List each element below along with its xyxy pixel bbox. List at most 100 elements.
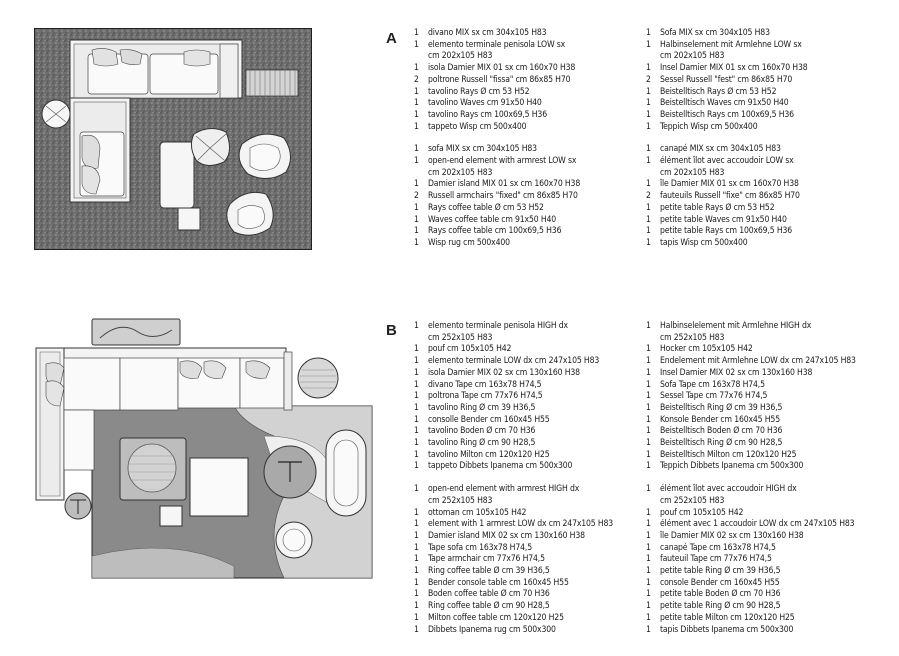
- legend-item-text: tavolino Milton cm 120x120 H25: [428, 449, 550, 460]
- legend-quantity: [646, 168, 660, 180]
- legend-quantity: 1: [414, 530, 419, 541]
- legend-quantity: 1: [646, 379, 651, 390]
- legend-item-text: élément îlot avec accoudoir HIGH dx: [660, 484, 797, 495]
- legend-row: 1 pouf cm 105x105 H42: [414, 344, 613, 356]
- legend-quantity: 1: [646, 214, 651, 225]
- legend-quantity: 1: [646, 426, 651, 437]
- legend-item-text: élément avec 1 accoudoir LOW dx cm 247x1…: [660, 519, 855, 530]
- section-label-b: B: [386, 322, 397, 339]
- legend-quantity: 1: [646, 554, 651, 565]
- legend-quantity: 1: [414, 566, 419, 577]
- legend-item-text: Ring coffee table Ø cm 39 H36,5: [428, 566, 550, 577]
- legend-item-text: poltrona Tape cm 77x76 H74,5: [428, 391, 543, 402]
- stool: [177, 207, 201, 231]
- legend-item-text: console Bender cm 160x45 H55: [660, 577, 780, 588]
- legend-item-text: cm 252x105 H83: [660, 332, 725, 343]
- legend-quantity: 1: [646, 449, 651, 460]
- legend-quantity: 1: [646, 530, 651, 541]
- legend-quantity: 1: [646, 39, 651, 50]
- legend-item-text: Konsole Bender cm 160x45 H55: [660, 414, 780, 425]
- legend-item-text: tavolino Rays Ø cm 53 H52: [428, 86, 530, 97]
- legend-quantity: 1: [646, 86, 651, 97]
- legend-item-text: tapis Wisp cm 500x400: [660, 237, 748, 248]
- legend-item-text: cm 252x105 H83: [660, 495, 725, 506]
- legend-item-text: elemento terminale penisola LOW sx: [428, 39, 566, 50]
- legend-item-text: cm 202x105 H83: [660, 51, 725, 62]
- legend-item-text: elemento terminale penisola HIGH dx: [428, 321, 568, 331]
- legend-item-text: cm 202x105 H83: [428, 167, 493, 178]
- legend-item-text: fauteuil Tape cm 77x76 H74,5: [660, 554, 772, 565]
- legend-quantity: 1: [646, 624, 651, 635]
- legend-item-text: pouf cm 105x105 H42: [428, 344, 512, 355]
- legend-item-text: Milton coffee table cm 120x120 H25: [428, 612, 564, 623]
- damier-island: [159, 141, 195, 209]
- legend-row: cm 202x105 H83: [414, 51, 580, 63]
- ring-table-small: [297, 357, 339, 399]
- legend-item-text: Rays coffee table Ø cm 53 H52: [428, 202, 544, 213]
- cushion: [81, 165, 101, 195]
- legend-item-text: Damier island MIX 01 sx cm 160x70 H38: [428, 179, 581, 190]
- legend-quantity: 1: [414, 214, 419, 225]
- legend-quantity: [646, 333, 660, 345]
- legend-item-text: Sessel Tape cm 77x76 H74,5: [660, 391, 768, 402]
- legend-item-text: tavolino Ring Ø cm 90 H28,5: [428, 438, 536, 449]
- legend-quantity: 1: [646, 156, 651, 167]
- legend-item-text: tavolino Ring Ø cm 39 H36,5: [428, 402, 536, 413]
- legend-item-text: Beistelltisch Milton cm 120x120 H25: [660, 449, 797, 460]
- legend-item-text: Beistelltisch Ring Ø cm 90 H28,5: [660, 438, 783, 449]
- legend-quantity: 1: [414, 356, 419, 367]
- legend-item-text: tapis Dibbets Ipanema cm 500x300: [660, 624, 794, 635]
- legend-quantity: 1: [414, 379, 419, 390]
- legend-quantity: 1: [646, 226, 651, 237]
- legend-quantity: 1: [414, 519, 419, 530]
- legend-item-text: cm 252x105 H83: [428, 332, 493, 343]
- legend-quantity: 1: [414, 344, 419, 355]
- legend-item-text: Beistelltisch Boden Ø cm 70 H36: [660, 426, 783, 437]
- legend-item-text: tavolino Boden Ø cm 70 H36: [428, 426, 536, 437]
- legend-item-text: open-end element with armrest HIGH dx: [428, 484, 580, 495]
- legend-row: 1 Beistelltisch Milton cm 120x120 H25: [646, 450, 856, 462]
- legend-quantity: 1: [414, 484, 419, 495]
- legend-item-text: Sessel Russell "fest" cm 86x85 H70: [660, 74, 793, 85]
- legend-quantity: 1: [646, 344, 651, 355]
- legend-quantity: 1: [414, 577, 419, 588]
- legend-quantity: 1: [646, 28, 651, 38]
- legend-quantity: 1: [646, 484, 651, 495]
